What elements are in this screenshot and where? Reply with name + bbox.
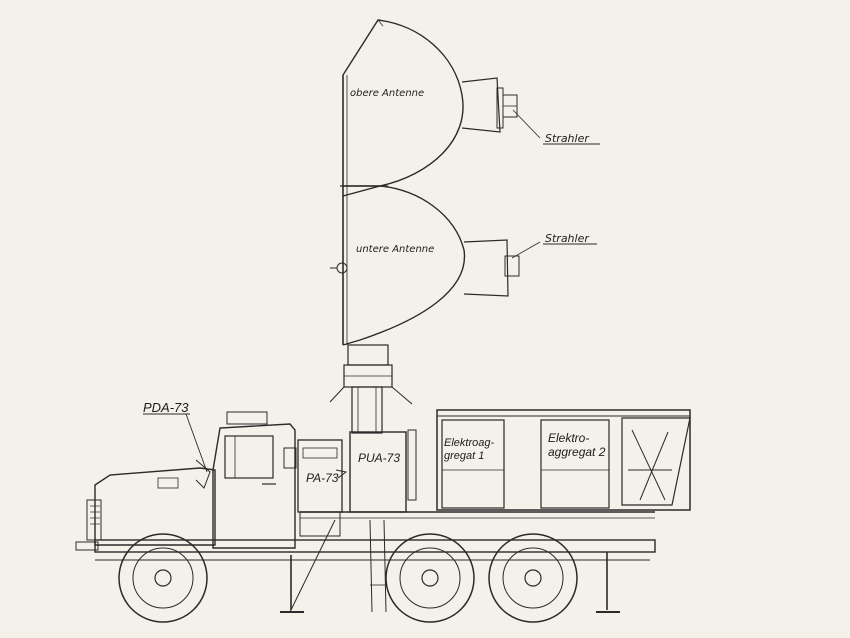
front-wheel (118, 533, 208, 623)
upper-radiator (461, 77, 541, 139)
lower-radiator (463, 239, 541, 297)
truck-hood (75, 467, 216, 551)
pda-label: PDA-73 (143, 400, 189, 415)
generator-2-label-line1: Elektro- (548, 431, 589, 445)
upper-radiator-label: Strahler (545, 132, 590, 145)
generator-1-label-line1: Elektroag- (444, 437, 494, 449)
truck-cab (195, 411, 297, 549)
generator-1-label-line2: gregat 1 (444, 450, 484, 462)
middle-wheel (385, 533, 475, 623)
pua-label: PUA-73 (358, 451, 400, 465)
pua-module (349, 429, 417, 513)
upper-antenna-label: obere Antenne (350, 88, 424, 99)
rear-wheel (488, 533, 578, 623)
lower-antenna-reflector (330, 185, 466, 346)
equipment-shelter (436, 409, 691, 511)
pa-module (297, 439, 348, 537)
antenna-mast (342, 75, 348, 345)
generator-2-label-line2: aggregat 2 (548, 445, 606, 459)
lower-radiator-label: Strahler (545, 232, 590, 245)
upper-antenna-reflector (340, 19, 464, 187)
pa-label: PA-73 (306, 471, 339, 485)
outrigger-jacks (280, 519, 620, 613)
lower-antenna-label: untere Antenne (356, 244, 434, 255)
antenna-rotator (329, 344, 413, 434)
